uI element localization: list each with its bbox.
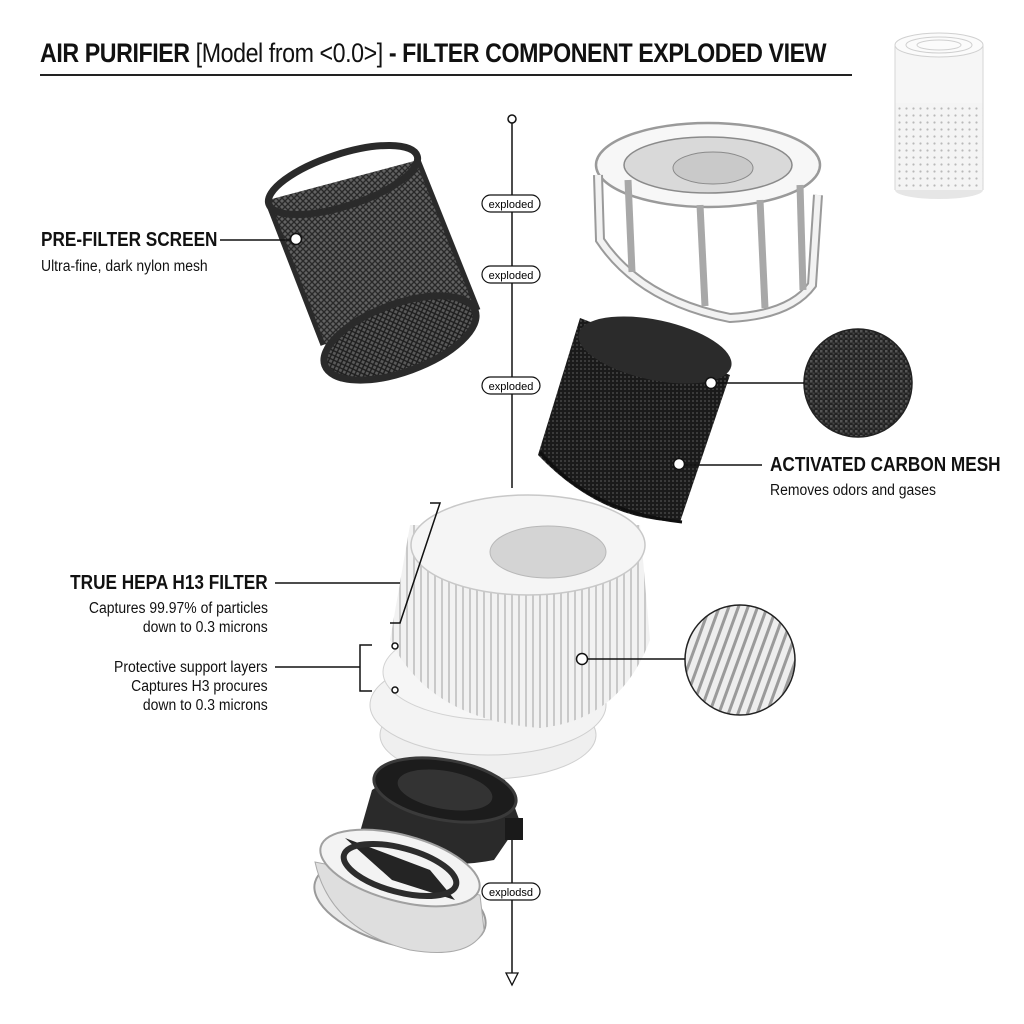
title-view: - FILTER COMPONENT EXPLODED VIEW bbox=[388, 38, 827, 68]
title-model: [Model from <0.0>] bbox=[189, 38, 389, 68]
air-purifier-thumbnail bbox=[894, 32, 984, 199]
support-line3: down to 0.3 microns bbox=[143, 697, 268, 714]
prefilter-desc: Ultra-fine, dark nylon mesh bbox=[41, 258, 208, 275]
hepa-desc-line1: Captures 99.97% of particles bbox=[88, 600, 268, 617]
hepa-title: TRUE HEPA H13 FILTER bbox=[70, 572, 268, 594]
support-line2: Captures H3 procures bbox=[131, 678, 268, 695]
prefilter-title: PRE-FILTER SCREEN bbox=[41, 229, 218, 251]
axis-tag-4: explodsd bbox=[481, 882, 541, 901]
hepa-pleated-filter bbox=[369, 494, 650, 780]
axis-tag-2: exploded bbox=[481, 265, 541, 284]
top-frame-cage bbox=[593, 121, 823, 324]
title-underline bbox=[40, 74, 852, 76]
axis-arrow-icon bbox=[504, 972, 520, 987]
carbon-desc: Removes odors and gases bbox=[770, 482, 936, 499]
carbon-texture-detail bbox=[803, 328, 913, 438]
base-housing bbox=[313, 828, 487, 953]
axis-top-node bbox=[507, 114, 517, 124]
carbon-mesh-cylinder bbox=[538, 316, 732, 524]
axis-tag-3: exploded bbox=[481, 376, 541, 395]
pleat-texture-detail bbox=[684, 604, 796, 716]
page-title: AIR PURIFIER [Model from <0.0>] - FILTER… bbox=[40, 38, 827, 69]
carbon-title: ACTIVATED CARBON MESH bbox=[770, 454, 1001, 476]
hepa-desc-line2: down to 0.3 microns bbox=[143, 619, 268, 636]
pre-filter-screen bbox=[264, 141, 481, 384]
axis-tag-1: exploded bbox=[481, 194, 541, 213]
title-product: AIR PURIFIER bbox=[40, 38, 190, 68]
support-line1: Protective support layers bbox=[114, 659, 268, 676]
axis-tag-label: exploded bbox=[489, 381, 534, 393]
leader-lines bbox=[220, 232, 804, 694]
axis-tag-label: exploded bbox=[489, 270, 534, 282]
axis-tag-label: exploded bbox=[489, 199, 534, 211]
axis-tag-label: explodsd bbox=[489, 887, 533, 899]
